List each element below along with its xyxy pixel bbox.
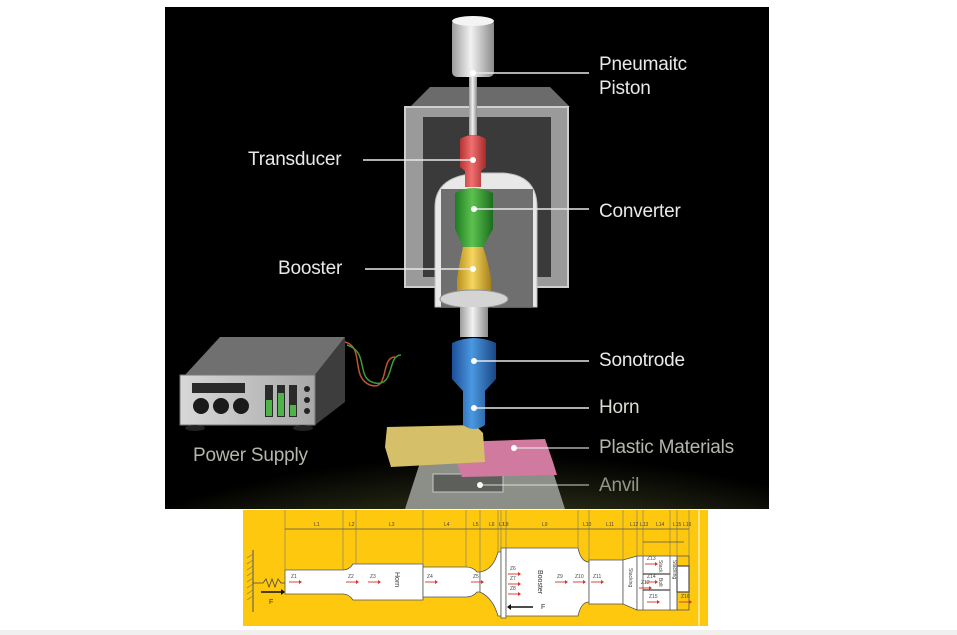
label-sonotrode: Sonotrode (599, 350, 685, 371)
node-arrow-head (689, 600, 692, 604)
dimension-label: L12 (630, 522, 639, 528)
node-arrow-head (378, 580, 381, 584)
label-pneumatic-piston-line1: Pneumaitc (599, 54, 687, 75)
node-label: Z16 (681, 594, 690, 600)
node-arrow-head (583, 580, 586, 584)
dimension-extension-lines (284, 510, 690, 572)
dimension-label: L11 (606, 522, 614, 528)
dimension-label: L15 (673, 522, 682, 528)
booster-flange (439, 289, 509, 309)
node-arrow-head (518, 592, 521, 596)
welder-drawing (165, 7, 769, 509)
spring (253, 577, 285, 589)
node-arrow-head (657, 600, 660, 604)
dimension-label: L9 (542, 522, 548, 528)
pneumatic-piston (452, 19, 494, 77)
dimension-label: L13 (640, 522, 649, 528)
dimension-label: L6 (489, 522, 495, 528)
force-label-booster: F (541, 604, 545, 611)
node-label: Z5 (473, 574, 479, 580)
node-label: Z13 (647, 556, 656, 562)
dimension-label: L4 (444, 522, 450, 528)
dimension-label: L2 (349, 522, 355, 528)
node-label: Z1 (291, 574, 297, 580)
node-arrow-head (435, 580, 438, 584)
node-label: Z11 (593, 574, 601, 580)
node-label: Z8 (510, 586, 516, 592)
dimension-label: L10 (583, 522, 592, 528)
node-label: Z2 (348, 574, 354, 580)
power-supply-knob (213, 398, 229, 414)
node-label: Z15 (649, 594, 658, 600)
leader-lines (363, 72, 589, 486)
ultrasonic-welder-illustration: Pneumaitc Piston Transducer Converter Bo… (165, 7, 769, 509)
label-converter: Converter (599, 201, 681, 222)
node-arrow-head (299, 580, 302, 584)
node-label: Z12 (641, 580, 650, 586)
node-label: Z9 (557, 574, 563, 580)
node-label: Z10 (575, 574, 584, 580)
stack-lumped-model-diagram: F Horn Booster Stacking Stack Stacking B… (243, 510, 708, 626)
node-arrow-head (481, 580, 484, 584)
power-supply-knob (193, 398, 209, 414)
node-label: Z3 (370, 574, 376, 580)
piston-rod (469, 77, 477, 135)
stacking-label: Stacking (627, 568, 633, 587)
node-arrow-head (565, 580, 568, 584)
booster-label: Booster (536, 570, 543, 595)
label-power-supply: Power Supply (193, 445, 308, 466)
plastic-sheet-yellow (385, 425, 485, 467)
stacking-label-2: Stacking (671, 560, 677, 579)
page-footer-bar (0, 630, 957, 635)
node-arrow-head (655, 580, 658, 584)
label-pneumatic-piston-line2: Piston (599, 78, 651, 99)
dimension-label: L7 (499, 522, 505, 528)
node-label: Z4 (427, 574, 433, 580)
dimension-label: L8 (503, 522, 509, 528)
horn-label: Horn (393, 572, 400, 587)
node-arrow-head (356, 580, 359, 584)
dimension-label: L14 (656, 522, 665, 528)
node-arrow-head (601, 580, 604, 584)
booster (457, 247, 491, 297)
power-supply-top (185, 337, 345, 375)
power-supply-knob (233, 398, 249, 414)
label-booster: Booster (278, 258, 343, 279)
force-label-left: F (269, 599, 273, 606)
converter (455, 188, 493, 247)
dimension-label: L5 (473, 522, 479, 528)
dimension-label: L16 (683, 522, 692, 528)
label-plastic-materials: Plastic Materials (599, 437, 734, 458)
power-cable (346, 344, 402, 384)
node-arrow-head (518, 572, 521, 576)
stack-label: Stack (657, 560, 663, 573)
label-horn: Horn (599, 397, 640, 418)
label-anvil: Anvil (599, 475, 640, 496)
dimension-label: L3 (389, 522, 395, 528)
bolt-label: Bolt (657, 578, 663, 587)
node-label: Z7 (510, 576, 516, 582)
node-arrow-head (649, 586, 652, 590)
power-cable (344, 341, 396, 387)
power-supply-display (192, 383, 245, 393)
node-arrow-head (655, 562, 658, 566)
node-label: Z6 (510, 566, 516, 572)
node-label: Z14 (647, 574, 656, 580)
stack-model-drawing: F Horn Booster Stacking Stack Stacking B… (246, 510, 700, 626)
label-transducer: Transducer (248, 149, 342, 170)
dimension-label: L1 (314, 522, 320, 528)
node-arrow-head (518, 582, 521, 586)
